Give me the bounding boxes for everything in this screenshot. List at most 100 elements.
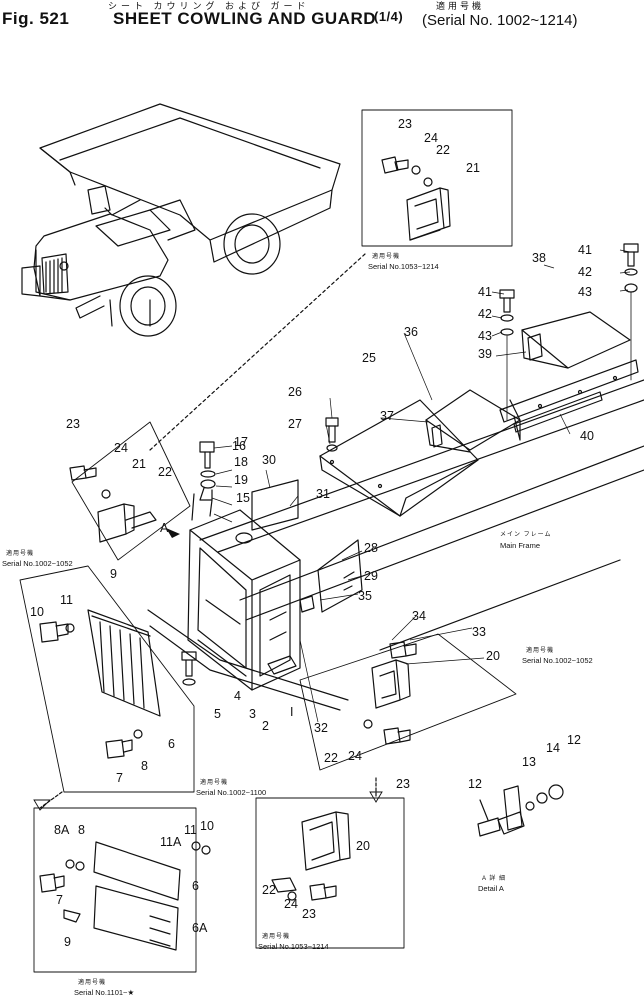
- note-main-frame: Main Frame: [500, 541, 540, 550]
- callout-31: 31: [316, 487, 330, 501]
- callout-23b: 23: [66, 417, 80, 431]
- serial-range: (Serial No. 1002~1214): [422, 12, 578, 29]
- callout-leaders: [211, 249, 631, 723]
- callout-23d: 23: [302, 907, 316, 921]
- callout-9-lower: 9: [64, 935, 71, 949]
- callout-11a-lower: 11A: [160, 835, 182, 849]
- callout-2: 2: [262, 719, 269, 733]
- callout-22d: 22: [262, 883, 276, 897]
- detail-a-drawing: [477, 784, 564, 837]
- callout-42: 42: [578, 265, 592, 279]
- note-serial-right: Serial No.1002~1052: [522, 656, 593, 665]
- down-arrow-icon-2: [369, 791, 383, 803]
- callout-6-lower: 6: [192, 879, 199, 893]
- note-jp-lower-middle: 適用号機: [262, 932, 290, 940]
- callout-43b: 43: [478, 329, 492, 343]
- callout-1: I: [290, 705, 293, 719]
- callout-24c: 24: [348, 749, 362, 763]
- radiator-guard-box: [187, 509, 301, 691]
- callout-22c: 22: [324, 751, 338, 765]
- callout-20b: 20: [356, 839, 370, 853]
- note-serial-left: Serial No.1002~1052: [2, 559, 73, 568]
- callout-18: 18: [234, 455, 248, 469]
- callout-21b: 21: [132, 457, 146, 471]
- callout-30: 30: [262, 453, 276, 467]
- inset-lower-left: [33, 807, 211, 973]
- callout-36: 36: [404, 325, 418, 339]
- note-jp-left: 適用号機: [6, 549, 34, 557]
- callout-16: 16: [232, 439, 246, 453]
- callout-32: 32: [314, 721, 328, 735]
- inset-right-bracket: [299, 633, 517, 771]
- callout-11-lower: 11: [184, 823, 197, 837]
- note-jp-right: 適用号機: [526, 646, 554, 654]
- figure-title: SHEET COWLING AND GUARD: [113, 9, 377, 28]
- note-main-frame-jp: メイン フレーム: [500, 531, 552, 538]
- note-jp-upper: 適用号機: [372, 252, 400, 260]
- note-detail-a: Detail A: [478, 884, 504, 893]
- inset-lower-middle: [255, 797, 405, 949]
- note-serial-lower-left: Serial No.1101~★: [74, 988, 134, 996]
- callout-9: 9: [110, 567, 117, 581]
- callout-12: 12: [567, 733, 581, 747]
- callout-43: 43: [578, 285, 592, 299]
- note-jp-lower-left: 適用号機: [78, 978, 106, 986]
- side-plate: [317, 539, 363, 613]
- note-serial-upper: Serial No.1053~1214: [368, 262, 439, 271]
- callout-8: 8: [141, 759, 148, 773]
- inset-left-bracket: [69, 421, 191, 561]
- cover-plate-rear: [521, 311, 631, 369]
- title-japanese: シート カウリング および ガード: [108, 1, 310, 11]
- note-detail-jp: A 詳 細: [482, 874, 506, 882]
- callout-41: 41: [578, 243, 592, 257]
- grille-inset: [19, 565, 195, 793]
- callout-3: 3: [249, 707, 256, 721]
- dump-truck-illustration: [21, 103, 341, 337]
- callout-25: 25: [362, 351, 376, 365]
- cowling-panel: [319, 399, 479, 517]
- down-arrow-icon: [33, 799, 52, 811]
- callout-14: 14: [546, 741, 560, 755]
- callout-37: 37: [380, 409, 394, 423]
- callout-24: 24: [424, 131, 438, 145]
- callout-34: 34: [412, 609, 426, 623]
- callout-35: 35: [358, 589, 372, 603]
- callout-7-lower: 7: [56, 893, 63, 907]
- bracket-rail: [499, 359, 639, 433]
- callout-27: 27: [288, 417, 302, 431]
- bolt-set-upper: [191, 243, 639, 521]
- callout-10: 10: [30, 605, 44, 619]
- hinge-bracket: [267, 655, 297, 675]
- callout-6a-lower: 6A: [192, 921, 208, 935]
- callout-4: 4: [234, 689, 241, 703]
- callout-23: 23: [398, 117, 412, 131]
- callout-24d: 24: [284, 897, 298, 911]
- callout-42b: 42: [478, 307, 492, 321]
- callout-40: 40: [580, 429, 594, 443]
- cover-plate: [425, 389, 521, 453]
- serial-notes: 適用号機 Serial No.1053~1214 適用号機 Serial No.…: [2, 252, 593, 996]
- note-serial-lower-middle: Serial No.1053~1214: [258, 942, 329, 951]
- callout-12b: 12: [468, 777, 482, 791]
- callout-29: 29: [364, 569, 378, 583]
- view-arrow-icon: [166, 528, 180, 538]
- note-serial-grille: Serial No.1002~1100: [196, 788, 266, 797]
- callout-11: 11: [60, 593, 73, 607]
- callout-22: 22: [436, 143, 450, 157]
- callout-15: 15: [236, 491, 250, 505]
- callout-8-lower: 8: [78, 823, 85, 837]
- callout-20: 20: [486, 649, 500, 663]
- callout-38: 38: [532, 251, 546, 265]
- callout-A: A: [160, 521, 169, 535]
- callout-41b: 41: [478, 285, 492, 299]
- callout-8a-lower: 8A: [54, 823, 70, 837]
- callout-labels: I 2 3 4 5 6 7 8 9 10 11 12 12 13 14 15 1…: [30, 117, 594, 949]
- callout-24b: 24: [114, 441, 128, 455]
- callout-33: 33: [472, 625, 486, 639]
- callout-17: 17: [234, 435, 248, 449]
- note-jp-grille: 適用号機: [200, 778, 228, 786]
- figure-number: Fig. 521: [2, 9, 70, 28]
- callout-26: 26: [288, 385, 302, 399]
